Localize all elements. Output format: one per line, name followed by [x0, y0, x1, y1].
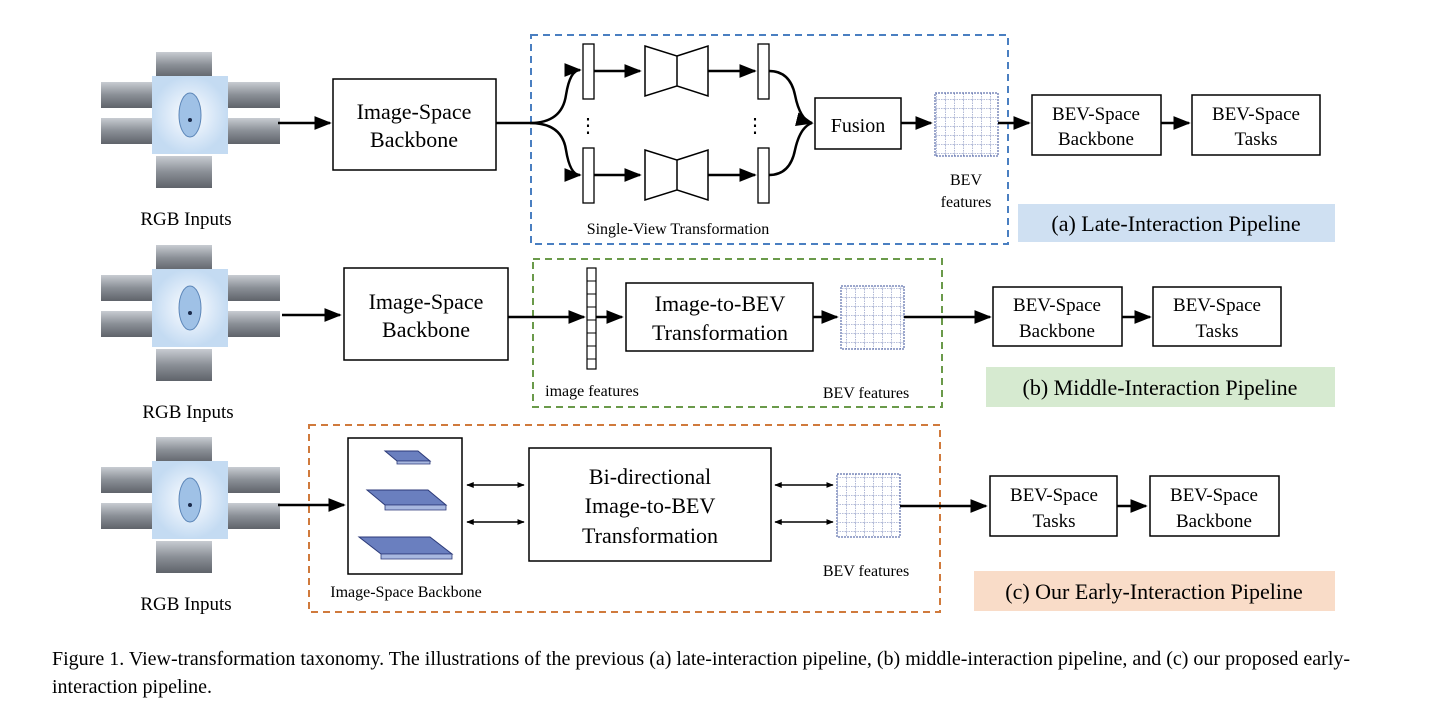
- box2-line1: BEV-Space: [1170, 485, 1258, 506]
- bev-grid: [836, 473, 901, 538]
- bev-space-tasks-box: [1152, 286, 1282, 347]
- row-late-interaction: RGB Inputs Image-Space Backbone ⋮ ⋮ Fusi…: [100, 34, 1335, 245]
- image-space-backbone-box: [332, 78, 497, 171]
- region-label: Single-View Transformation: [587, 221, 770, 238]
- bev-map-top: [757, 43, 770, 100]
- fusion-label: Fusion: [831, 115, 885, 137]
- box2-line1: BEV-Space: [1173, 295, 1261, 316]
- transform-label-line2: Image-to-BEV: [585, 493, 716, 518]
- bev-space-tasks-box: [1191, 94, 1321, 156]
- rgb-label: RGB Inputs: [142, 402, 233, 423]
- bev-grid: [934, 92, 999, 157]
- bev-space-backbone-box: [1031, 94, 1162, 156]
- feature-map-top: [582, 43, 595, 100]
- transform-label-line2: Transformation: [652, 320, 788, 345]
- box1-line2: Tasks: [1032, 511, 1075, 532]
- pipeline-label-bg: [1018, 204, 1335, 242]
- bev-space-backbone-box: [992, 286, 1123, 347]
- box1-line1: BEV-Space: [1010, 485, 1098, 506]
- box1-line2: Backbone: [1058, 129, 1134, 150]
- backbone-label-line1: Image-Space: [357, 99, 472, 124]
- fusion-box: [814, 97, 902, 150]
- rgb-inputs-image: [100, 244, 281, 382]
- rgb-label: RGB Inputs: [140, 594, 231, 615]
- bev-space-tasks-box: [989, 475, 1118, 537]
- dots-left: ⋮: [578, 115, 598, 137]
- backbone-label: Image-Space Backbone: [330, 584, 481, 601]
- box2-line2: Tasks: [1195, 321, 1238, 342]
- bev-map-bottom: [757, 147, 770, 204]
- box2-line1: BEV-Space: [1212, 104, 1300, 125]
- pipeline-label-bg: [974, 571, 1335, 611]
- feature-map-bottom: [582, 147, 595, 204]
- early-region: [308, 424, 941, 613]
- box2-line2: Tasks: [1234, 129, 1277, 150]
- row-middle-interaction: RGB Inputs Image-Space Backbone Image-to…: [100, 244, 1335, 423]
- rgb-inputs-image: [100, 436, 281, 574]
- pipeline-label: (b) Middle-Interaction Pipeline: [1023, 375, 1298, 400]
- encoder-decoder-bottom: [644, 148, 709, 202]
- bev-label: BEV features: [823, 563, 909, 580]
- rgb-label: RGB Inputs: [140, 209, 231, 230]
- single-view-region: [530, 34, 1009, 245]
- image-space-backbone-box: [343, 267, 509, 361]
- transform-label-line1: Image-to-BEV: [655, 291, 786, 316]
- figure-caption: Figure 1. View-transformation taxonomy. …: [52, 648, 1351, 698]
- pipeline-label-bg: [986, 367, 1335, 407]
- bev-space-backbone-box: [1149, 475, 1280, 537]
- pipeline-label: (a) Late-Interaction Pipeline: [1051, 211, 1300, 236]
- transform-label-line1: Bi-directional: [589, 464, 711, 489]
- middle-region: [532, 258, 943, 408]
- transform-label-line3: Transformation: [582, 523, 718, 548]
- row-early-interaction: RGB Inputs Image-Space Backbone Bi-direc…: [100, 424, 1335, 615]
- bev-grid: [840, 285, 905, 350]
- image-to-bev-box: [625, 282, 814, 352]
- image-features-label: image features: [545, 383, 639, 400]
- box1-line1: BEV-Space: [1013, 295, 1101, 316]
- box1-line2: Backbone: [1019, 321, 1095, 342]
- dots-right: ⋮: [745, 115, 765, 137]
- backbone-label-line2: Backbone: [382, 317, 470, 342]
- image-features-stack: [586, 267, 597, 370]
- multi-scale-plates: [357, 450, 454, 560]
- pipeline-label: (c) Our Early-Interaction Pipeline: [1005, 579, 1302, 604]
- rgb-inputs-image: [100, 51, 281, 189]
- backbone-label-line2: Backbone: [370, 127, 458, 152]
- bidirectional-transform-box: [528, 447, 772, 562]
- box2-line2: Backbone: [1176, 511, 1252, 532]
- bev-label-line1: BEV: [950, 172, 982, 189]
- bev-label-line2: features: [941, 194, 992, 211]
- encoder-decoder-top: [644, 44, 709, 98]
- backbone-label-line1: Image-Space: [369, 289, 484, 314]
- bev-label: BEV features: [823, 385, 909, 402]
- box1-line1: BEV-Space: [1052, 104, 1140, 125]
